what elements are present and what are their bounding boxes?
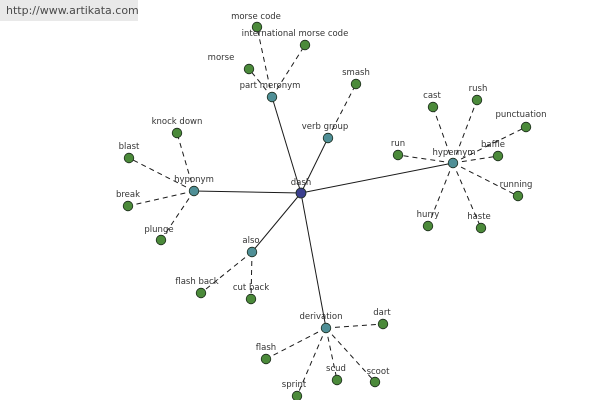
edge-verb-group-smash [327,83,357,139]
edge-hyponym [193,190,302,194]
graph-labels: dash part meronym morse code international … [116,12,547,390]
edge-hyponym-knock-down [176,132,195,192]
node-hurry[interactable] [422,220,434,232]
node-break[interactable] [122,200,134,212]
graph-edges [127,26,527,397]
node-label-scud: scud [326,364,346,374]
node-label-baffle: baffle [481,140,505,150]
edge-hyponym-blast [128,157,195,192]
edge-hyponym-break [127,190,195,207]
node-label-scoot: scoot [367,367,391,377]
node-label-cast: cast [423,91,441,101]
node-run[interactable] [392,149,404,161]
edge-derivation-flash [265,327,327,360]
node-label-hurry: hurry [417,210,440,220]
node-label-sprint: sprint [282,380,307,390]
node-dash[interactable] [295,187,307,199]
node-label-morse-code: morse code [231,12,281,22]
edge-part-meronym-morse-code [256,26,273,98]
node-label-knock-down: knock down [152,117,203,127]
edge-hypernym-right-punctuation [452,126,527,164]
edge-verb-group [300,137,329,194]
edge-part-meronym [271,96,302,194]
node-label-hyponym: hyponym [174,175,214,185]
node-label-flash: flash [256,343,276,353]
node-label-blast: blast [119,142,140,152]
node-running[interactable] [512,190,524,202]
node-cast[interactable] [427,101,439,113]
edge-hypernym-right [300,162,454,194]
node-label-also: also [242,236,259,246]
node-hyponym[interactable] [188,185,200,197]
node-label-haste: haste [467,212,491,222]
node-rush[interactable] [471,94,483,106]
node-punctuation[interactable] [520,121,532,133]
url-banner[interactable]: http://www.artikata.com [0,0,139,21]
edge-derivation [300,192,327,329]
node-also[interactable] [246,246,258,258]
edge-hypernym-right-hurry [427,162,454,227]
node-scud[interactable] [331,374,343,386]
node-flash-back[interactable] [195,287,207,299]
node-label-international-morse-code: international morse code [242,29,349,39]
node-label-dash: dash [291,178,311,188]
node-label-morse: morse [208,53,235,63]
edge-derivation-dart [325,323,384,329]
node-blast[interactable] [123,152,135,164]
node-cut-back[interactable] [245,293,257,305]
node-label-dart: dart [373,308,391,318]
edge-hypernym-right-cast [432,106,454,164]
graph-nodes [122,21,532,400]
node-dart[interactable] [377,318,389,330]
node-international-morse-code[interactable] [299,39,311,51]
node-baffle[interactable] [492,150,504,162]
node-morse[interactable] [243,63,255,75]
edge-hypernym-right-baffle [452,155,499,164]
node-hypernym-right[interactable] [447,157,459,169]
node-label-hypernym-right: hypernym [432,148,475,158]
node-flash[interactable] [260,353,272,365]
edge-also [251,192,302,253]
edge-hypernym-right-haste [452,162,482,229]
edge-also-flash-back [200,251,253,294]
node-label-rush: rush [469,84,488,94]
edge-part-meronym-international-morse-code [271,44,306,98]
node-label-smash: smash [342,68,370,78]
node-smash[interactable] [350,78,362,90]
node-scoot[interactable] [369,376,381,388]
edge-hypernym-right-rush [452,99,478,164]
edge-hyponym-plunge [160,190,195,241]
node-sprint[interactable] [291,390,303,400]
edge-also-cut-back [250,251,253,300]
node-label-cut-back: cut back [233,283,269,293]
edge-hypernym-right-run [397,154,454,164]
node-label-punctuation: punctuation [495,110,546,120]
node-label-break: break [116,190,140,200]
node-knock-down[interactable] [171,127,183,139]
edge-part-meronym-morse [248,68,273,98]
edge-hypernym-right-running [452,162,519,197]
node-verb-group[interactable] [322,132,334,144]
node-label-plunge: plunge [144,225,173,235]
node-label-flash-back: flash back [175,277,218,287]
edge-derivation-sprint [296,327,327,397]
node-plunge[interactable] [155,234,167,246]
node-label-run: run [391,139,405,149]
node-label-running: running [500,180,533,190]
node-derivation[interactable] [320,322,332,334]
node-label-derivation: derivation [299,312,342,322]
node-label-part-meronym: part meronym [240,81,301,91]
node-label-verb-group: verb group [302,122,349,132]
node-morse-code[interactable] [251,21,263,33]
node-haste[interactable] [475,222,487,234]
node-part-meronym[interactable] [266,91,278,103]
edge-derivation-scoot [325,327,376,383]
